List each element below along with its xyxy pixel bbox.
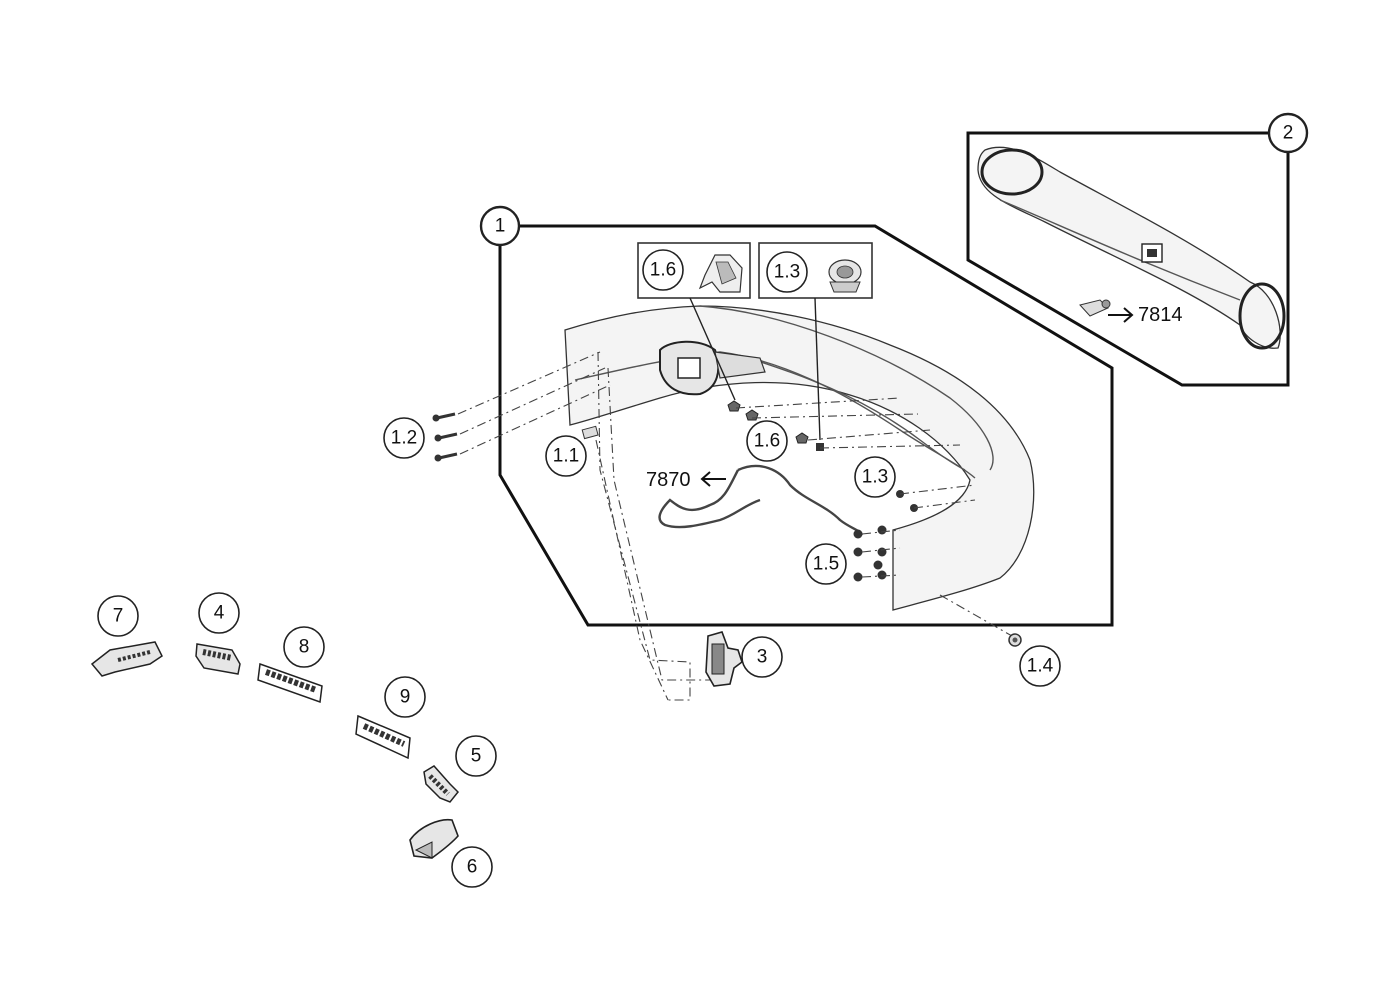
callout-1-6: 1.6 [746, 420, 788, 462]
grille-panel [977, 146, 1281, 349]
arrow-left-icon [700, 471, 726, 487]
svg-text:1.1: 1.1 [553, 446, 579, 467]
grille-reference-label: 7814 [1138, 304, 1183, 326]
bumper-cover [564, 305, 1035, 611]
svg-text:1.6: 1.6 [650, 260, 676, 281]
sensor-bracket-cluster [659, 340, 766, 396]
bracket-9 [355, 714, 411, 760]
screws-1-2 [432, 412, 458, 462]
harness-reference-label: 7870 [646, 469, 691, 491]
svg-text:5: 5 [471, 746, 482, 767]
svg-text:1.3: 1.3 [862, 467, 888, 488]
callout-1-5: 1.5 [805, 543, 847, 585]
svg-text:1.3: 1.3 [774, 262, 800, 283]
callout-9: 9 [384, 676, 426, 718]
svg-text:2: 2 [1283, 123, 1294, 144]
svg-text:1: 1 [495, 216, 506, 237]
svg-text:8: 8 [299, 637, 310, 658]
callout-1: 1 [479, 205, 521, 247]
callout-1-3-inset: 1.3 [766, 251, 808, 293]
grille-opening-left [980, 148, 1044, 196]
callout-2: 2 [1267, 112, 1309, 154]
grille-clip [1079, 299, 1111, 317]
callout-3: 3 [741, 636, 783, 678]
svg-text:1.4: 1.4 [1027, 656, 1054, 677]
harness-reference: 7870 [646, 469, 726, 491]
svg-text:1.2: 1.2 [391, 428, 417, 449]
side-bracket-3 [705, 631, 743, 687]
grille-opening-right [1238, 282, 1286, 350]
svg-text:6: 6 [467, 857, 478, 878]
bracket-7 [90, 641, 163, 677]
callout-6: 6 [451, 846, 493, 888]
callout-5: 5 [455, 735, 497, 777]
callout-1-3: 1.3 [854, 456, 896, 498]
bracket-5 [423, 765, 460, 803]
bracket-6 [409, 818, 459, 859]
arrow-right-icon [1108, 307, 1134, 323]
callout-1-4: 1.4 [1019, 645, 1061, 687]
nut-1-4 [1008, 633, 1022, 647]
tow-eye-cover [581, 425, 599, 440]
callout-1-6-inset: 1.6 [642, 249, 684, 291]
callout-8: 8 [283, 626, 325, 668]
svg-text:9: 9 [400, 687, 411, 708]
callout-1-2: 1.2 [383, 417, 425, 459]
callout-1-1: 1.1 [545, 435, 587, 477]
wiring-harness [658, 464, 864, 536]
svg-text:7: 7 [113, 606, 124, 627]
bracket-8 [257, 662, 323, 704]
svg-text:3: 3 [757, 647, 768, 668]
grille-group-frame [966, 131, 1290, 387]
grille-reference: 7814 [1108, 304, 1183, 326]
svg-text:1.5: 1.5 [813, 554, 839, 575]
nut-parts-1-5 [853, 525, 887, 582]
svg-text:4: 4 [214, 603, 225, 624]
callout-4: 4 [198, 592, 240, 634]
svg-text:1.6: 1.6 [754, 431, 780, 452]
bracket-4 [195, 643, 241, 675]
callout-7: 7 [97, 595, 139, 637]
